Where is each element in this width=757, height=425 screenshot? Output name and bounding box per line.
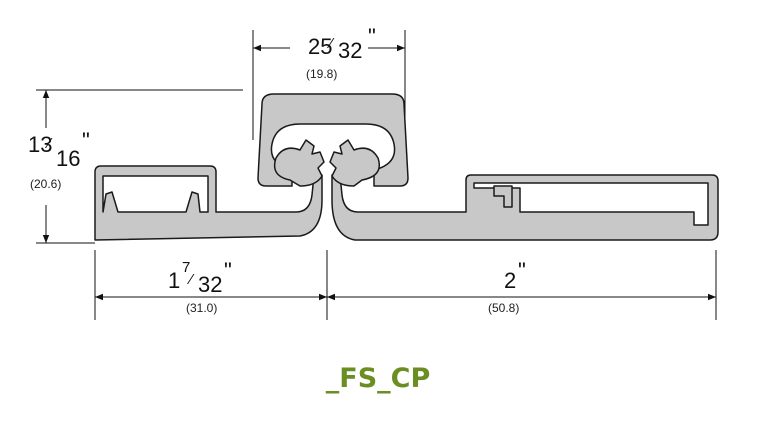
svg-text:1: 1	[168, 268, 180, 293]
svg-text:32: 32	[198, 272, 222, 297]
svg-text:": "	[518, 258, 526, 283]
svg-text:13: 13	[28, 132, 52, 157]
left-knuckle	[273, 139, 325, 187]
svg-text:": "	[368, 24, 376, 49]
dimension-lines	[42, 44, 716, 301]
extrusion-profile	[94, 93, 719, 241]
right-knuckle	[329, 139, 380, 187]
svg-text:": "	[82, 128, 90, 153]
svg-text:7: 7	[182, 259, 190, 276]
svg-text:⁄: ⁄	[186, 271, 195, 288]
svg-text:(20.6): (20.6)	[30, 177, 61, 191]
dim-right-label: 2 " (50.8)	[488, 258, 526, 315]
svg-text:2: 2	[504, 268, 516, 293]
frac-slash: ⁄	[326, 35, 335, 52]
caption: _FS_CP	[326, 363, 431, 394]
svg-text:(50.8): (50.8)	[488, 301, 519, 315]
svg-text:(19.8): (19.8)	[306, 67, 337, 81]
svg-text:(31.0): (31.0)	[186, 301, 217, 315]
svg-text:16: 16	[56, 146, 80, 171]
right-channel	[473, 182, 709, 226]
svg-text:⁄: ⁄	[44, 135, 53, 152]
svg-text:": "	[224, 258, 232, 283]
svg-text:32: 32	[338, 38, 362, 63]
left-clip-inner	[102, 175, 209, 213]
dim-left-label: 1 7 ⁄ 32 " (31.0)	[168, 258, 232, 315]
right-tab	[493, 185, 513, 208]
dim-height-label: 13 ⁄ 16 " (20.6)	[28, 128, 90, 191]
svg-text:25: 25	[308, 34, 332, 59]
dim-top-label: 25 ⁄ 32 " (19.8)	[306, 24, 376, 81]
